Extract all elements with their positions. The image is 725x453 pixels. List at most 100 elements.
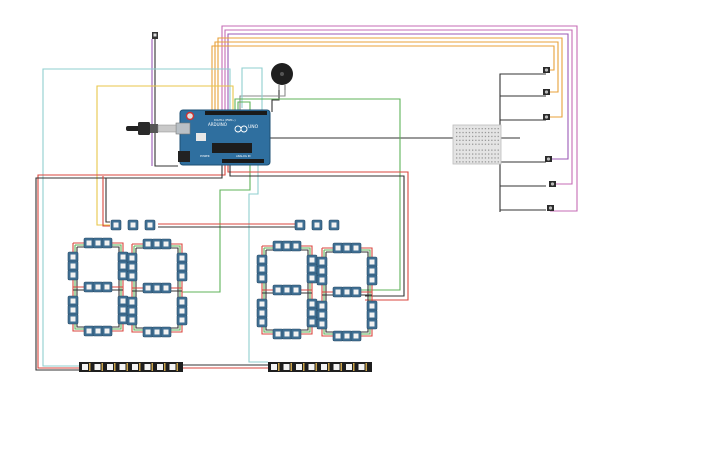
breadboard-hole[interactable] bbox=[491, 143, 493, 145]
neopixel-led[interactable] bbox=[366, 309, 378, 321]
neopixel-led[interactable] bbox=[92, 281, 104, 293]
breadboard-hole[interactable] bbox=[488, 143, 490, 145]
breadboard-hole[interactable] bbox=[468, 131, 471, 134]
breadboard-hole[interactable] bbox=[459, 157, 461, 159]
breadboard-hole[interactable] bbox=[491, 153, 493, 155]
breadboard-hole[interactable] bbox=[475, 161, 477, 163]
breadboard-hole[interactable] bbox=[475, 149, 477, 151]
breadboard-hole[interactable] bbox=[465, 153, 467, 155]
neopixel-led[interactable] bbox=[341, 330, 353, 342]
neopixel-led[interactable] bbox=[366, 274, 378, 286]
breadboard-hole[interactable] bbox=[481, 139, 483, 141]
wire-black[interactable] bbox=[229, 165, 405, 297]
neopixel-led[interactable] bbox=[176, 270, 188, 282]
neopixel-led[interactable] bbox=[67, 295, 79, 307]
breadboard-hole[interactable] bbox=[472, 149, 474, 151]
neopixel-led[interactable] bbox=[332, 242, 344, 254]
breadboard-hole[interactable] bbox=[468, 135, 471, 138]
breadboard-hole[interactable] bbox=[462, 157, 464, 159]
breadboard-hole[interactable] bbox=[465, 157, 467, 159]
breadboard-hole[interactable] bbox=[478, 149, 480, 151]
neopixel-led[interactable] bbox=[272, 328, 284, 340]
wire-black[interactable] bbox=[35, 165, 223, 371]
wire-red[interactable] bbox=[227, 165, 409, 301]
breadboard-hole[interactable] bbox=[475, 153, 477, 155]
breadboard-hole[interactable] bbox=[475, 135, 477, 138]
neopixel-led[interactable] bbox=[142, 282, 154, 294]
neopixel-led[interactable] bbox=[101, 237, 113, 249]
breadboard-hole[interactable] bbox=[456, 143, 458, 145]
breadboard-hole[interactable] bbox=[497, 149, 499, 151]
neopixel-led[interactable] bbox=[290, 328, 302, 340]
breadboard-hole[interactable] bbox=[475, 143, 477, 145]
breadboard-hole[interactable] bbox=[497, 161, 499, 163]
neopixel-led[interactable] bbox=[366, 256, 378, 268]
breadboard-hole[interactable] bbox=[481, 161, 483, 163]
neopixel-led[interactable] bbox=[126, 252, 138, 264]
breadboard-hole[interactable] bbox=[481, 135, 483, 138]
neopixel-led[interactable] bbox=[256, 298, 268, 310]
neopixel-led[interactable] bbox=[306, 254, 318, 266]
wire-teal[interactable] bbox=[42, 68, 231, 367]
pushbutton[interactable] bbox=[543, 89, 550, 95]
breadboard-hole[interactable] bbox=[459, 135, 461, 138]
neopixel-led[interactable] bbox=[83, 325, 95, 337]
wire-black[interactable] bbox=[154, 39, 178, 167]
breadboard-hole[interactable] bbox=[497, 131, 499, 134]
neopixel-led[interactable] bbox=[306, 307, 318, 319]
breadboard-hole[interactable] bbox=[465, 139, 467, 141]
neopixel-strip[interactable] bbox=[79, 362, 183, 372]
wire-pink[interactable] bbox=[224, 29, 573, 185]
neopixel-led[interactable] bbox=[256, 254, 268, 266]
breadboard-hole[interactable] bbox=[468, 157, 471, 159]
neopixel-led[interactable] bbox=[67, 269, 79, 281]
neopixel-led[interactable] bbox=[151, 326, 163, 338]
neopixel-led[interactable] bbox=[144, 219, 156, 231]
neopixel-led[interactable] bbox=[281, 328, 293, 340]
breadboard-hole[interactable] bbox=[465, 143, 467, 145]
pushbutton[interactable] bbox=[543, 114, 550, 120]
breadboard-hole[interactable] bbox=[465, 149, 467, 151]
breadboard-hole[interactable] bbox=[491, 139, 493, 141]
neopixel-led[interactable] bbox=[366, 318, 378, 330]
wire-pink[interactable] bbox=[221, 25, 578, 212]
breadboard-hole[interactable] bbox=[481, 149, 483, 151]
neopixel-led[interactable] bbox=[142, 326, 154, 338]
breadboard-hole[interactable] bbox=[462, 128, 464, 130]
breadboard-hole[interactable] bbox=[459, 131, 461, 134]
breadboard-hole[interactable] bbox=[468, 153, 471, 155]
neopixel-led[interactable] bbox=[83, 281, 95, 293]
breadboard-hole[interactable] bbox=[481, 153, 483, 155]
neopixel-led[interactable] bbox=[160, 326, 172, 338]
neopixel-led[interactable] bbox=[281, 284, 293, 296]
breadboard-hole[interactable] bbox=[465, 135, 467, 138]
breadboard-hole[interactable] bbox=[475, 139, 477, 141]
neopixel-led[interactable] bbox=[316, 256, 328, 268]
breadboard-hole[interactable] bbox=[484, 135, 487, 138]
neopixel-led[interactable] bbox=[256, 307, 268, 319]
wire-black[interactable] bbox=[105, 178, 110, 223]
wire-orange[interactable] bbox=[214, 41, 559, 112]
breadboard-hole[interactable] bbox=[491, 157, 493, 159]
neopixel-led[interactable] bbox=[290, 284, 302, 296]
breadboard-hole[interactable] bbox=[459, 139, 461, 141]
breadboard-hole[interactable] bbox=[456, 135, 458, 138]
neopixel-led[interactable] bbox=[316, 265, 328, 277]
neopixel-led[interactable] bbox=[366, 265, 378, 277]
neopixel-led[interactable] bbox=[67, 304, 79, 316]
neopixel-led[interactable] bbox=[83, 237, 95, 249]
breadboard-hole[interactable] bbox=[475, 131, 477, 134]
breadboard-hole[interactable] bbox=[488, 161, 490, 163]
neopixel-led[interactable] bbox=[117, 313, 129, 325]
neopixel-led[interactable] bbox=[294, 219, 306, 231]
wire-black[interactable] bbox=[271, 90, 280, 112]
breadboard-hole[interactable] bbox=[462, 161, 464, 163]
breadboard-hole[interactable] bbox=[491, 135, 493, 138]
breadboard-hole[interactable] bbox=[472, 128, 474, 130]
neopixel-led[interactable] bbox=[67, 251, 79, 263]
breadboard-hole[interactable] bbox=[488, 157, 490, 159]
neopixel-led[interactable] bbox=[366, 300, 378, 312]
breadboard-hole[interactable] bbox=[484, 161, 487, 163]
breadboard-hole[interactable] bbox=[494, 131, 496, 134]
wire-black[interactable] bbox=[499, 73, 546, 212]
